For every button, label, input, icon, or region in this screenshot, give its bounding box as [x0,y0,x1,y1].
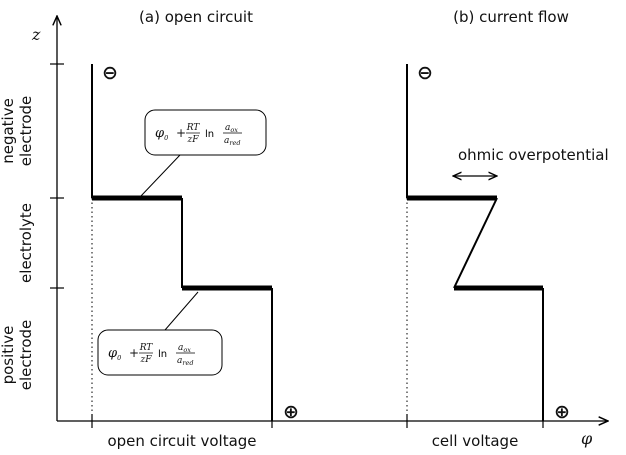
panel-b-positive-symbol: ⊕ [554,401,570,423]
svg-text:zF: zF [140,355,153,365]
equation-top: φ0 + RT zF ln aox ared [155,123,242,147]
callout-top-leader [139,154,181,198]
svg-text:zF: zF [187,135,200,145]
z-axis-label: z [31,25,41,44]
panel-a-potential-profile [91,64,273,421]
zone-label-negative-2: electrode [17,96,35,167]
equation-bottom: φ0 + RT zF ln aox ared [108,343,195,367]
zone-label-electrolyte: electrolyte [17,203,35,283]
svg-text:+: + [129,346,139,360]
svg-text:ln: ln [158,349,167,360]
svg-text:φ0: φ0 [108,346,121,362]
ohmic-overpotential-label: ohmic overpotential [458,146,609,164]
panel-b-potential-profile [406,64,544,421]
panel-b-title: (b) current flow [453,8,569,26]
svg-text:φ0: φ0 [155,126,168,142]
svg-text:aox: aox [225,123,238,134]
panel-a-negative-symbol: ⊖ [102,62,118,84]
cell-voltage-label: cell voltage [432,432,519,450]
panel-a-positive-symbol: ⊕ [283,401,299,423]
svg-text:ln: ln [205,129,214,140]
open-circuit-voltage-label: open circuit voltage [107,432,256,450]
callout-top-box [144,109,267,156]
svg-text:ared: ared [177,356,194,367]
callout-bottom-box [97,329,223,376]
zone-label-positive-2: electrode [17,320,35,391]
callout-bottom-leader [164,291,199,331]
zone-label-negative-1: negative [0,98,17,164]
svg-text:ared: ared [224,136,241,147]
svg-text:RT: RT [139,343,154,353]
panel-b-negative-symbol: ⊖ [417,62,433,84]
svg-text:aox: aox [178,343,191,354]
zone-label-positive-1: positive [0,326,17,385]
phi-axis-label: φ [581,429,593,448]
panel-a-title: (a) open circuit [139,8,253,26]
svg-text:RT: RT [186,123,201,133]
svg-text:+: + [176,126,186,140]
